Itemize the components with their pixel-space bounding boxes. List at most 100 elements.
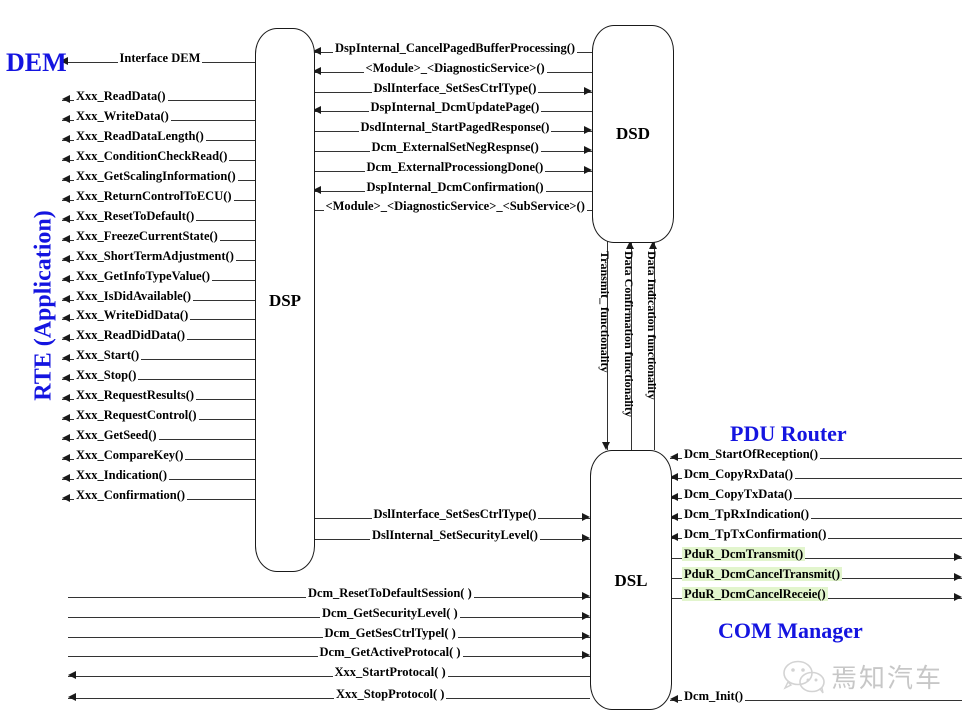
arrow-label-vertical: Data Confirmation functionality bbox=[622, 251, 636, 417]
arrow-rte-dsp-20: Xxx_Confirmation() bbox=[62, 488, 255, 507]
arrow-label: Xxx_WriteData() bbox=[74, 109, 171, 123]
arrow-head-left bbox=[670, 533, 678, 542]
arrow-head-left bbox=[62, 394, 70, 403]
arrow-dsp-dsd-3: DspInternal_DcmUpdatePage() bbox=[313, 100, 592, 119]
arrow-label: Dcm_StartOfReception() bbox=[682, 447, 820, 461]
arrow-head-left bbox=[313, 67, 321, 76]
arrow-label: Xxx_IsDidAvailable() bbox=[74, 289, 194, 303]
arrow-rte-dsp-0: Xxx_ReadData() bbox=[62, 89, 255, 108]
arrow-label: Xxx_GetSeed() bbox=[74, 428, 159, 442]
arrow-rte-dsp-13: Xxx_Start() bbox=[62, 348, 255, 367]
arrow-rte-dsp-4: Xxx_GetScalingInformation() bbox=[62, 169, 255, 188]
arrow-rte-dsp-17: Xxx_GetSeed() bbox=[62, 428, 255, 447]
arrow-head-left bbox=[60, 57, 68, 66]
arrow-rte-dsp-19: Xxx_Indication() bbox=[62, 468, 255, 487]
module-label-dsd: DSD bbox=[615, 124, 650, 143]
arrow-rte-dsp-9: Xxx_GetInfoTypeValue() bbox=[62, 269, 255, 288]
section-title-dem: DEM bbox=[6, 48, 67, 77]
arrow-label: DslInternal_SetSecurityLevel() bbox=[370, 528, 540, 542]
arrow-head-left bbox=[62, 195, 70, 204]
arrow-label: Xxx_ShortTermAdjustment() bbox=[74, 249, 236, 263]
arrow-head-left bbox=[670, 513, 678, 522]
arrow-head-right bbox=[954, 593, 962, 602]
arrow-head-up bbox=[649, 241, 658, 249]
arrow-head-left bbox=[62, 314, 70, 323]
arrow-line-vertical bbox=[631, 241, 632, 450]
arrow-label: DsdInternal_StartPagedResponse() bbox=[358, 120, 552, 134]
arrow-head-left bbox=[62, 474, 70, 483]
arrow-label: Dcm_CopyRxData() bbox=[682, 467, 796, 481]
arrow-head-left bbox=[62, 334, 70, 343]
arrow-label: Xxx_ReadDataLength() bbox=[74, 129, 206, 143]
arrow-label-vertical: Data Indication functionality bbox=[645, 251, 659, 400]
arrow-head-right bbox=[582, 534, 590, 543]
arrow-head-right bbox=[954, 553, 962, 562]
arrow-head-left bbox=[68, 693, 76, 702]
arrow-dem-interface: Interface DEM bbox=[60, 51, 255, 70]
arrow-label: Xxx_Start() bbox=[74, 348, 142, 362]
arrow-rte-dsp-1: Xxx_WriteData() bbox=[62, 109, 255, 128]
module-label-dsl: DSL bbox=[614, 571, 648, 590]
arrow-line bbox=[670, 498, 962, 499]
arrow-label: Xxx_RequestControl() bbox=[74, 408, 199, 422]
arrow-head-left bbox=[62, 275, 70, 284]
arrow-rte-dsp-16: Xxx_RequestControl() bbox=[62, 408, 255, 427]
arrow-line-vertical bbox=[654, 241, 655, 450]
arrow-line bbox=[68, 676, 590, 677]
arrow-label: Dcm_TpRxIndication() bbox=[682, 507, 812, 521]
arrow-head-right bbox=[954, 573, 962, 582]
arrow-rte-dsp-7: Xxx_FreezeCurrentState() bbox=[62, 229, 255, 248]
arrow-pdur-dsl-2: Dcm_CopyTxData() bbox=[670, 487, 962, 506]
module-box-dsl[interactable]: DSL bbox=[590, 450, 672, 710]
arrow-dsp-dsd-5: Dcm_ExternalSetNegRespnse() bbox=[313, 140, 592, 159]
arrow-head-left bbox=[62, 434, 70, 443]
arrow-label: Dcm_GetActiveProtocal( ) bbox=[317, 645, 463, 659]
arrow-head-left bbox=[62, 494, 70, 503]
arrow-dsp-dsd-1: <Module>_<DiagnosticService>() bbox=[313, 61, 592, 80]
arrow-head-right bbox=[582, 612, 590, 621]
arrow-rte-dsp-6: Xxx_ResetToDefault() bbox=[62, 209, 255, 228]
arrow-pdur-dsl-6: PduR_DcmCancelTransmit() bbox=[670, 567, 962, 586]
arrow-line bbox=[68, 698, 590, 699]
arrow-pdur-dsl-4: Dcm_TpTxConfirmation() bbox=[670, 527, 962, 546]
arrow-head-right bbox=[584, 87, 592, 96]
arrow-head-left bbox=[68, 671, 76, 680]
arrow-label: Xxx_CompareKey() bbox=[74, 448, 186, 462]
arrow-head-left bbox=[62, 295, 70, 304]
arrow-head-right bbox=[584, 166, 592, 175]
arrow-dsd-dsl-confirmation: Data Confirmation functionality bbox=[622, 241, 639, 450]
arrow-pdur-dsl-3: Dcm_TpRxIndication() bbox=[670, 507, 962, 526]
arrow-dsd-dsl-transmit: Transmit_ functionality bbox=[598, 241, 615, 450]
arrow-head-left bbox=[670, 493, 678, 502]
arrow-label: Xxx_ReadDidData() bbox=[74, 328, 188, 342]
module-box-dsd[interactable]: DSD bbox=[592, 25, 674, 243]
arrow-label: Xxx_ReadData() bbox=[74, 89, 168, 103]
arrow-rte-dsp-11: Xxx_WriteDidData() bbox=[62, 308, 255, 327]
arrow-label: Xxx_RequestResults() bbox=[74, 388, 197, 402]
arrow-head-left bbox=[670, 473, 678, 482]
arrow-label: Xxx_GetInfoTypeValue() bbox=[74, 269, 213, 283]
arrow-rte-dsp-10: Xxx_IsDidAvailable() bbox=[62, 289, 255, 308]
arrow-pdur-dsl-7: PduR_DcmCancelReceie() bbox=[670, 587, 962, 606]
arrow-rte-dsl-4: Xxx_StartProtocal( ) bbox=[68, 665, 590, 684]
wechat-icon bbox=[783, 660, 825, 693]
arrow-head-right bbox=[582, 513, 590, 522]
arrow-label: DslInterface_SetSesCtrlType() bbox=[371, 81, 539, 95]
arrow-line bbox=[670, 478, 962, 479]
arrow-head-right bbox=[582, 592, 590, 601]
section-title-com-manager: COM Manager bbox=[718, 618, 863, 643]
arrow-dsp-dsd-2: DslInterface_SetSesCtrlType() bbox=[313, 81, 592, 100]
arrow-line bbox=[670, 558, 962, 559]
arrow-rte-dsp-3: Xxx_ConditionCheckRead() bbox=[62, 149, 255, 168]
arrow-label: Xxx_StopProtocol( ) bbox=[334, 687, 447, 701]
arrow-rte-dsp-14: Xxx_Stop() bbox=[62, 368, 255, 387]
watermark-text: 焉知汽车 bbox=[831, 664, 944, 694]
arrow-dsd-dsl-indication: Data Indication functionality bbox=[645, 241, 662, 450]
arrow-head-left bbox=[62, 454, 70, 463]
arrow-dsp-dsd-4: DsdInternal_StartPagedResponse() bbox=[313, 120, 592, 139]
arrow-line bbox=[670, 518, 962, 519]
module-box-dsp[interactable]: DSP bbox=[255, 28, 315, 572]
arrow-label: Xxx_Confirmation() bbox=[74, 488, 188, 502]
arrow-label: PduR_DcmCancelTransmit() bbox=[682, 567, 842, 581]
